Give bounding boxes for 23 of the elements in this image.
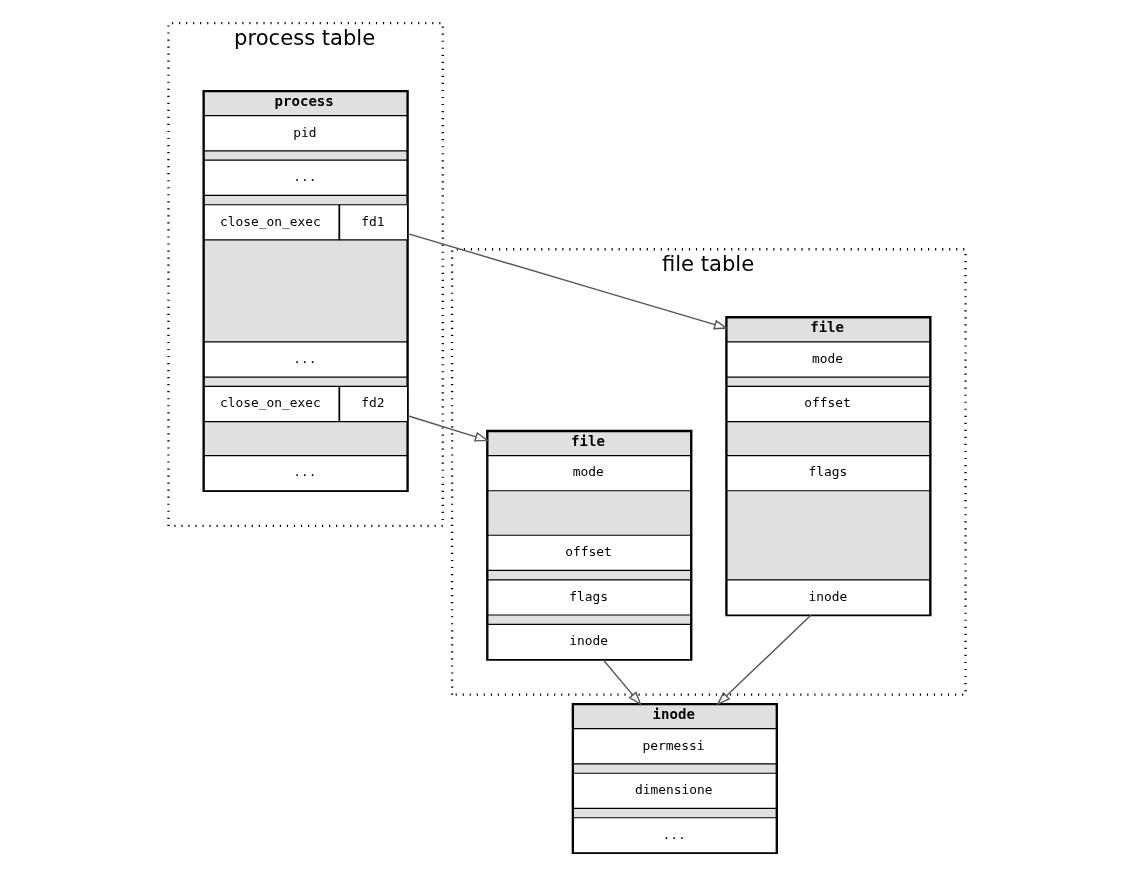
arrow bbox=[602, 658, 642, 706]
node-box: pid bbox=[203, 114, 408, 151]
node-box: ... bbox=[203, 454, 408, 491]
arrow bbox=[406, 414, 489, 442]
node-box: fd1 bbox=[338, 203, 408, 240]
node-box: inode bbox=[486, 623, 691, 660]
node-box: permessi bbox=[572, 727, 777, 764]
node-box: mode bbox=[486, 454, 691, 491]
node-box: offset bbox=[486, 534, 691, 571]
arrow bbox=[715, 613, 812, 706]
node-box: ... bbox=[203, 340, 408, 378]
node-box: flags bbox=[486, 578, 691, 616]
node-box: flags bbox=[725, 454, 930, 491]
node-box: close_on_exec bbox=[203, 203, 340, 240]
node-box: fd2 bbox=[338, 385, 408, 422]
arrow bbox=[406, 232, 728, 329]
node-box: ... bbox=[572, 816, 777, 853]
node-box: mode bbox=[725, 340, 930, 378]
node-box: ... bbox=[203, 159, 408, 196]
node-box: dimensione bbox=[572, 772, 777, 809]
node-box: inode bbox=[725, 578, 930, 616]
node-box: offset bbox=[725, 385, 930, 422]
node-box: close_on_exec bbox=[203, 385, 340, 422]
